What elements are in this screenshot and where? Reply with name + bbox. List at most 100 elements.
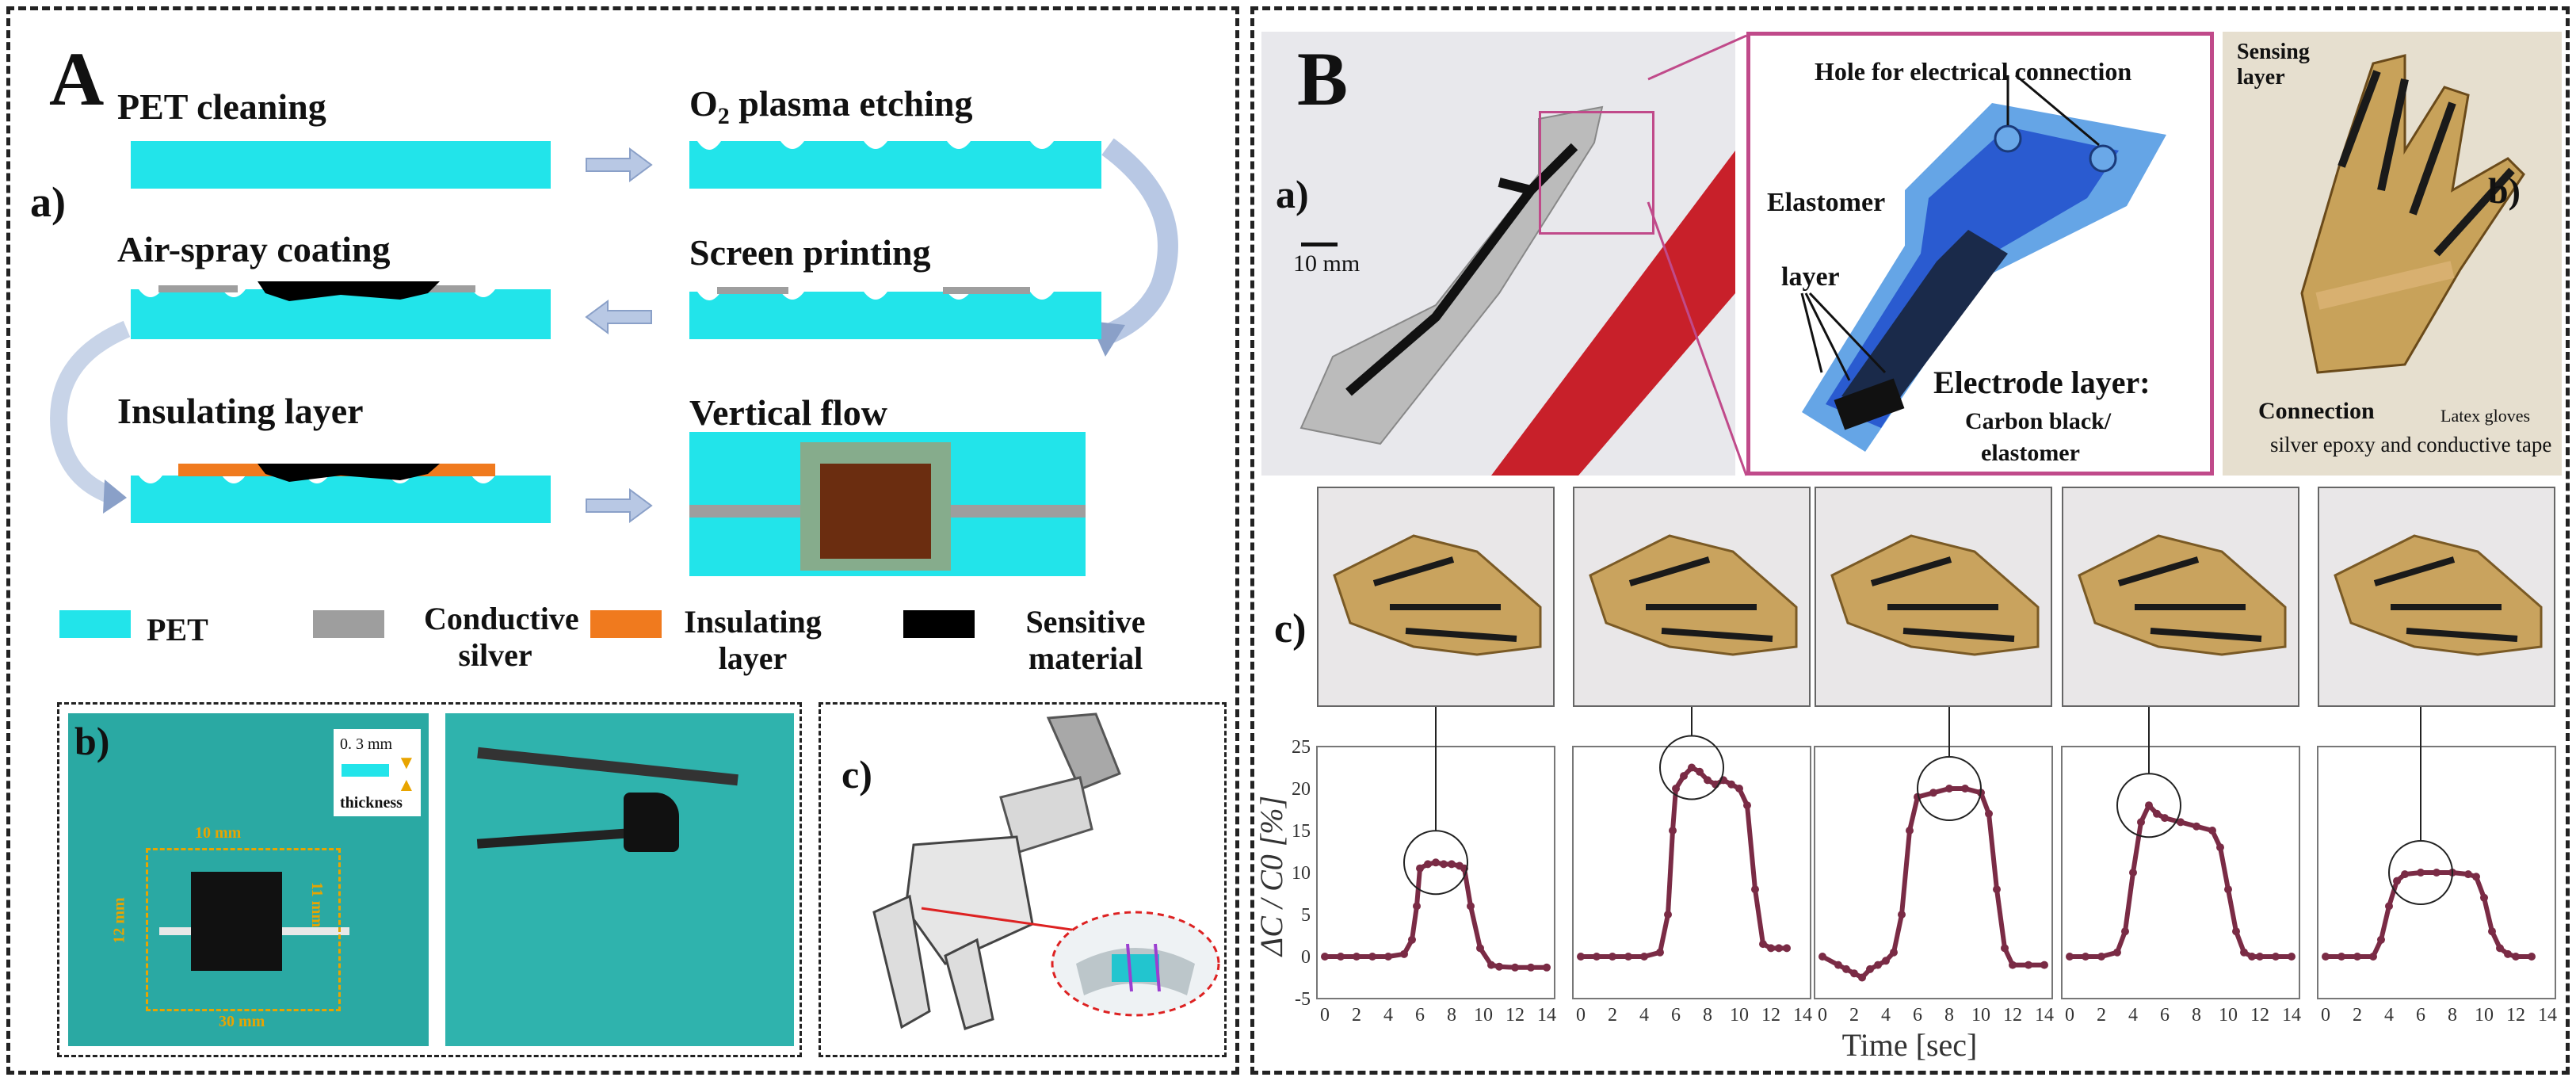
- series-segment-p2-11: [1690, 765, 1701, 774]
- x-tick-label-p2-4: 4: [1639, 1005, 1649, 1026]
- gesture-photo-3: [1815, 487, 2052, 707]
- series-segment-p5-14: [2482, 897, 2494, 932]
- series-segment-p3-5: [1860, 967, 1872, 980]
- x-tick-label-p2-10: 10: [1730, 1005, 1749, 1026]
- curved-arrow-right: [1097, 138, 1178, 347]
- red-ruler: [1491, 151, 1735, 476]
- y-tick-label-10: 10: [1292, 863, 1311, 884]
- chart-y-label: ΔC / C0 [%]: [1254, 796, 1289, 957]
- series-segment-p3-6: [1868, 962, 1880, 972]
- legend-label-pet: PET: [147, 612, 208, 647]
- series-segment-p4-7: [2139, 804, 2151, 823]
- dim-top: 10 mm: [195, 824, 242, 842]
- process-diagram: [50, 138, 1178, 638]
- carbon-trace: [1345, 143, 1578, 396]
- panel-a-sub-c: c): [841, 752, 872, 796]
- x-tick-label-p3-4: 4: [1881, 1005, 1891, 1026]
- series-segment-p5-17: [2507, 951, 2517, 959]
- legend-label-insulating: Insulating layer: [684, 604, 822, 676]
- y-tick-label--5: -5: [1295, 989, 1311, 1010]
- series-segment-p5-12: [2467, 872, 2477, 880]
- arrow-right-3: [586, 488, 653, 523]
- step-title-insulating: Insulating layer: [117, 391, 364, 431]
- series-segment-p4-17: [2242, 950, 2254, 959]
- series-segment-p2-19: [1753, 888, 1765, 945]
- robotic-arm-illustration: [872, 712, 1220, 1030]
- y-tick-label-25: 25: [1292, 737, 1311, 758]
- hole-right: [2089, 144, 2117, 173]
- arrow-right-1: [586, 147, 653, 182]
- x-tick-label-p3-14: 14: [2035, 1005, 2054, 1026]
- legend-swatch-silver: [313, 610, 384, 638]
- pet-substrate-screen: [689, 292, 1101, 339]
- pet-substrate-1: [131, 141, 551, 189]
- zoom-connector-lines: [1647, 34, 1748, 476]
- sensor-patch-center: [1112, 954, 1159, 982]
- step-title-o2-plasma: O2 plasma etching: [689, 86, 972, 128]
- series-segment-p3-17: [1986, 813, 1999, 890]
- x-tick-label-p1-14: 14: [1537, 1005, 1556, 1026]
- thickness-arrow-up-icon: ▲: [397, 775, 416, 796]
- x-tick-label-p4-6: 6: [2160, 1005, 2170, 1026]
- series-segment-p2-16: [1730, 782, 1741, 791]
- o2-rest: plasma etching: [729, 83, 973, 124]
- sensing-layer-label: Sensing layer: [2237, 40, 2310, 90]
- x-tick-label-p5-4: 4: [2384, 1005, 2394, 1026]
- thickness-inset: 0. 3 mm ▼ ▲ thickness: [334, 729, 421, 816]
- series-segment-p1-14: [1458, 863, 1466, 871]
- series-segment-p2-9: [1673, 774, 1686, 790]
- series-segment-p3-7: [1876, 958, 1887, 968]
- dim-left: 12 mm: [110, 897, 128, 944]
- y-tick-label-15: 15: [1292, 821, 1311, 842]
- panel-a-frame: [6, 6, 1239, 1075]
- electrode-label: Electrode layer:: [1933, 365, 2150, 400]
- photo-sensor-ruler: B a) 10 mm: [1261, 32, 1735, 476]
- series-segment-p5-7: [2395, 872, 2406, 883]
- x-tick-label-p5-6: 6: [2416, 1005, 2425, 1026]
- series-segment-p1-5: [1387, 951, 1405, 959]
- arrow-left-2: [585, 300, 652, 334]
- y-tick-label-0: 0: [1301, 947, 1311, 968]
- gesture-hand-1: [1333, 534, 1542, 656]
- series-segment-p3-2: [1837, 962, 1848, 972]
- x-tick-label-p1-10: 10: [1474, 1005, 1493, 1026]
- series-segment-p2-7: [1666, 830, 1675, 915]
- series-segment-p1-19: [1498, 964, 1516, 970]
- chart-panel-4: [2061, 746, 2300, 999]
- x-tick-label-p2-6: 6: [1671, 1005, 1681, 1026]
- series-segment-p1-10: [1427, 860, 1437, 867]
- vertical-flow-core: [820, 464, 931, 559]
- series-segment-p5-11: [2452, 870, 2469, 877]
- thickness-bar: [342, 764, 389, 777]
- gesture-photo-4: [2062, 487, 2299, 707]
- arm-forearm: [1046, 712, 1121, 791]
- gesture-photo-5: [2318, 487, 2555, 707]
- series-segment-p2-5: [1643, 949, 1661, 959]
- panel-b-sub-b: b): [2488, 170, 2521, 211]
- sensor-black-square: [191, 872, 282, 971]
- x-tick-label-p4-2: 2: [2097, 1005, 2106, 1026]
- step-title-pet-cleaning: PET cleaning: [117, 86, 326, 127]
- x-tick-label-p4-14: 14: [2282, 1005, 2301, 1026]
- x-tick-label-p1-6: 6: [1415, 1005, 1425, 1026]
- pet-substrate-etched: [689, 141, 1101, 189]
- curved-arrow-left: [50, 320, 131, 504]
- series-segment-p1-11: [1435, 860, 1444, 867]
- panel-a-sub-b: b): [74, 719, 110, 763]
- series-segment-p3-4: [1853, 971, 1864, 980]
- gesture-photo-2: [1573, 487, 1811, 707]
- series-segment-p2-10: [1681, 766, 1694, 778]
- series-segment-p5-8: [2404, 870, 2421, 877]
- x-tick-label-p2-14: 14: [1793, 1005, 1812, 1026]
- panel-a-letter: A: [49, 36, 105, 121]
- series-segment-p5-16: [2498, 945, 2509, 957]
- x-tick-label-p4-10: 10: [2219, 1005, 2238, 1026]
- step-title-screen-printing: Screen printing: [689, 232, 931, 273]
- x-tick-label-p5-12: 12: [2506, 1005, 2525, 1026]
- glove-drawing: [2300, 54, 2525, 374]
- series-segment-p3-3: [1845, 967, 1856, 976]
- photo-tweezers-bending: [445, 713, 794, 1046]
- step-title-vertical-flow: Vertical flow: [689, 392, 887, 433]
- panel-a-c-frame: [819, 702, 1227, 1057]
